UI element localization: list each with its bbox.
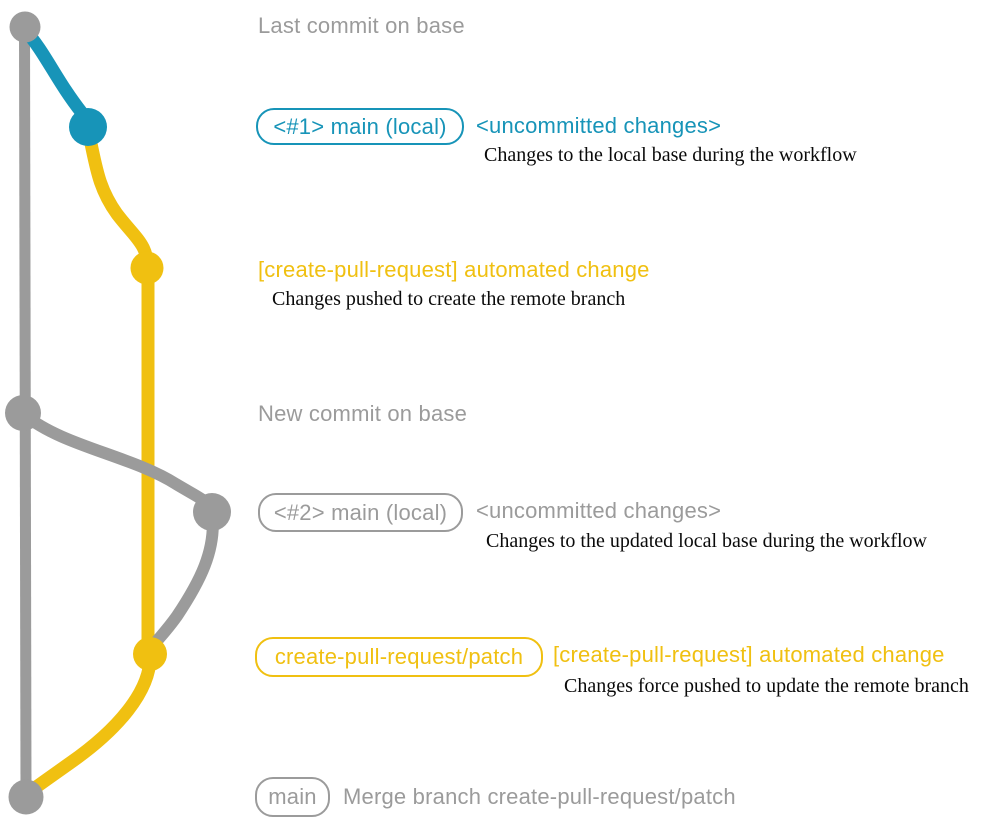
commit-node-automated-change-2 <box>133 637 167 671</box>
commit-node-automated-change-1 <box>130 251 164 285</box>
commit-title-uncommitted-changes-2: <uncommitted changes> <box>476 498 722 523</box>
commit-desc-uncommitted-changes-1: Changes to the local base during the wor… <box>484 144 857 166</box>
commit-desc-automated-change-2: Changes force pushed to update the remot… <box>564 675 969 697</box>
commit-desc-uncommitted-changes-2: Changes to the updated local base during… <box>486 530 927 552</box>
label-new-commit-on-base: New commit on base <box>258 401 468 426</box>
commit-node-new-base <box>5 395 41 431</box>
commit-desc-automated-change-1: Changes pushed to create the remote bran… <box>272 288 626 310</box>
commit-node-last-base <box>9 11 41 43</box>
local-main-2-branch-line <box>19 409 219 657</box>
commit-node-main-local-2 <box>193 493 231 531</box>
branch-badge-main: main <box>255 777 330 817</box>
label-last-commit-on-base: Last commit on base <box>258 13 465 38</box>
commit-title-uncommitted-changes-1: <uncommitted changes> <box>476 113 722 138</box>
commit-title-automated-change-1: [create-pull-request] automated change <box>258 257 650 282</box>
branch-badge-create-pull-request-patch: create-pull-request/patch <box>255 637 543 677</box>
branch-badge-main-local-2: <#2> main (local) <box>258 493 463 532</box>
branch-badge-main-local-1: <#1> main (local) <box>256 108 464 145</box>
commit-title-merge-branch: Merge branch create-pull-request/patch <box>343 784 736 809</box>
commit-node-main-local-1 <box>69 108 107 146</box>
commit-node-merge <box>8 779 44 815</box>
commit-title-automated-change-2: [create-pull-request] automated change <box>553 642 945 667</box>
